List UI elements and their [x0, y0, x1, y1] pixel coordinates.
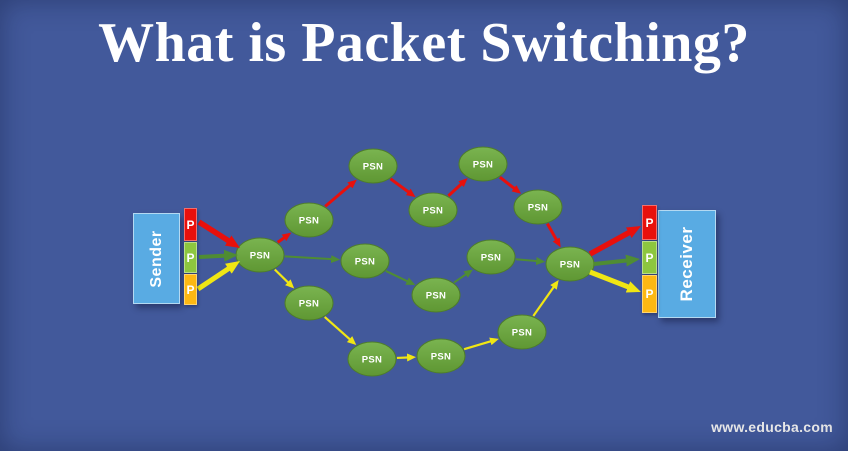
psn-node-label: PSN: [481, 253, 501, 264]
psn-node: PSN: [235, 237, 285, 273]
psn-node-label: PSN: [560, 260, 580, 271]
red-route-segment: [324, 179, 357, 208]
psn-node: PSN: [416, 338, 466, 374]
yellow-route-segment: [323, 316, 357, 346]
sender-packet-3: P: [184, 274, 197, 305]
sender-packet-2: P: [184, 242, 197, 273]
psn-node-label: PSN: [299, 299, 319, 310]
psn-node: PSN: [347, 341, 397, 377]
green-route-segment: [453, 269, 473, 284]
yellow-route-segment: [532, 280, 559, 317]
psn-node-label: PSN: [512, 328, 532, 339]
psn-node: PSN: [497, 314, 547, 350]
psn-node-label: PSN: [362, 355, 382, 366]
red-route-segment: [498, 176, 522, 194]
sender-label: Sender: [147, 229, 165, 288]
psn-node: PSN: [458, 146, 508, 182]
sender-yellow-packet-arrow: [196, 260, 241, 292]
psn-node-label: PSN: [423, 206, 443, 217]
receiver-red-packet-arrow: [588, 226, 641, 257]
page-title: What is Packet Switching?: [98, 12, 750, 74]
psn-node-label: PSN: [528, 203, 548, 214]
psn-node: PSN: [284, 202, 334, 238]
psn-node: PSN: [513, 189, 563, 225]
sender-red-packet-arrow: [197, 219, 241, 248]
psn-node-label: PSN: [431, 352, 451, 363]
green-route-segment: [385, 270, 416, 286]
psn-node: PSN: [411, 277, 461, 313]
psn-node: PSN: [340, 243, 390, 279]
watermark: www.educba.com: [711, 419, 833, 435]
psn-node-label: PSN: [250, 251, 270, 262]
yellow-route-segment: [463, 337, 499, 351]
sender-box: Sender: [133, 213, 180, 304]
red-route-segment: [389, 177, 416, 198]
receiver-packet-1: P: [642, 205, 657, 240]
receiver-green-packet-arrow: [593, 254, 640, 267]
psn-node: PSN: [408, 192, 458, 228]
sender-packet-1: P: [184, 208, 197, 241]
psn-node: PSN: [545, 246, 595, 282]
psn-node: PSN: [348, 148, 398, 184]
receiver-yellow-packet-arrow: [589, 269, 641, 293]
receiver-packet-3: P: [642, 275, 657, 313]
psn-node-label: PSN: [473, 160, 493, 171]
red-route-segment: [447, 178, 468, 197]
psn-node-label: PSN: [355, 257, 375, 268]
psn-node-label: PSN: [363, 162, 383, 173]
green-route-segment: [515, 257, 546, 265]
receiver-packet-2: P: [642, 241, 657, 274]
psn-node: PSN: [284, 285, 334, 321]
red-route-segment: [276, 232, 292, 244]
receiver-box: Receiver: [658, 210, 716, 318]
yellow-route-segment: [396, 353, 417, 362]
psn-node-label: PSN: [299, 216, 319, 227]
psn-node: PSN: [466, 239, 516, 275]
yellow-route-segment: [274, 268, 295, 289]
red-route-segment: [546, 222, 561, 248]
green-route-segment: [284, 255, 341, 264]
psn-node-label: PSN: [426, 291, 446, 302]
receiver-label: Receiver: [677, 226, 696, 302]
sender-green-packet-arrow: [198, 249, 238, 262]
